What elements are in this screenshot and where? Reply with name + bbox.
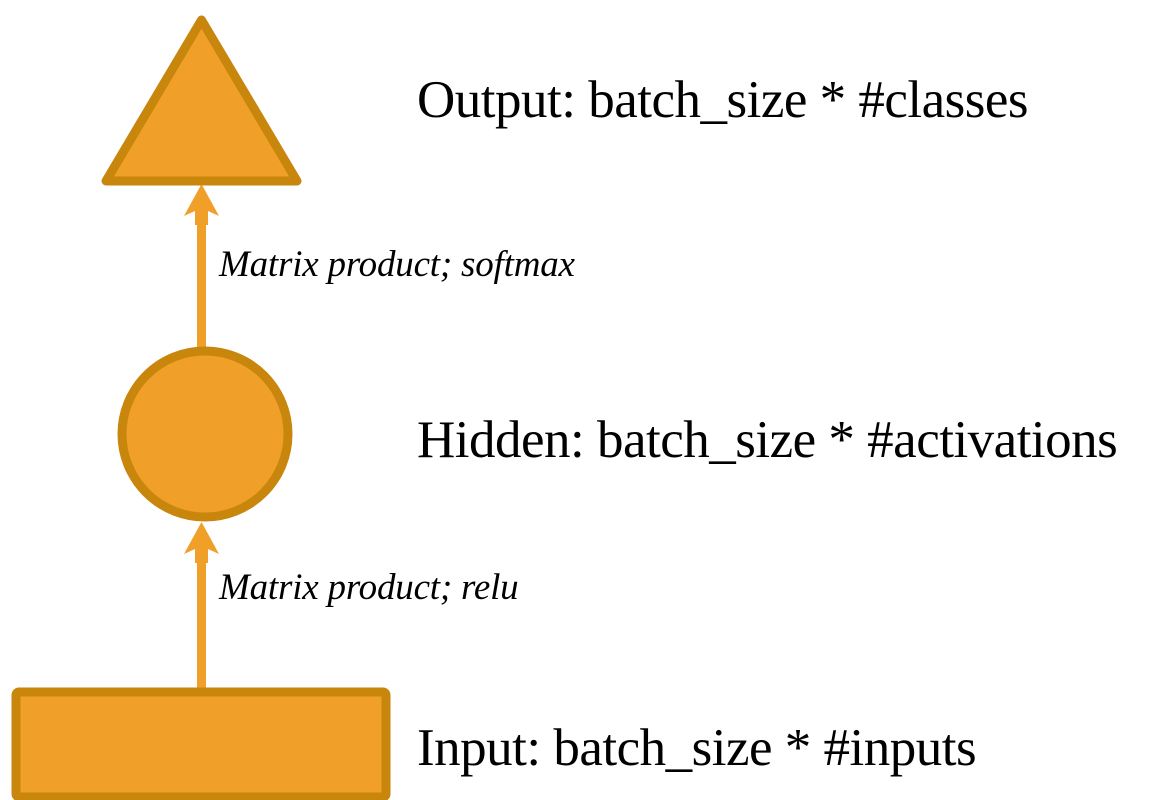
arrow-head-top (184, 184, 219, 225)
edge-label-input-to-hidden: Matrix product; relu (219, 567, 519, 608)
node-label-input: Input: batch_size * #inputs (417, 719, 977, 777)
arrow-head-bottom (184, 522, 219, 563)
node-shape-input-rectangle[interactable] (11, 687, 391, 800)
arrow-shaft-bottom (197, 558, 206, 692)
node-shape-output-triangle[interactable] (101, 15, 302, 186)
node-label-output: Output: batch_size * #classes (417, 71, 1029, 129)
edge-label-hidden-to-output: Matrix product; softmax (219, 244, 575, 285)
node-label-hidden: Hidden: batch_size * #activations (417, 411, 1118, 469)
arrow-shaft-top (197, 205, 206, 350)
edge-arrow-input-to-hidden (184, 522, 219, 692)
edge-arrow-hidden-to-output (184, 184, 219, 350)
node-shape-hidden-circle[interactable] (117, 346, 293, 522)
